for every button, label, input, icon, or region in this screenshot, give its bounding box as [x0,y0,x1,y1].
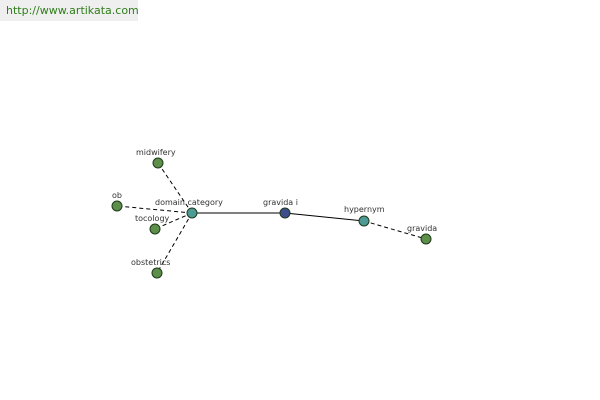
edge-gravida-i-to-hypernym [284,212,365,222]
node-label-obstetrics[interactable]: obstetrics [131,258,170,267]
node-gravida[interactable] [420,233,432,245]
node-label-gravida[interactable]: gravida [407,224,437,233]
node-hypernym[interactable] [358,215,370,227]
node-label-hypernym[interactable]: hypernym [344,205,385,214]
node-tocology[interactable] [149,223,161,235]
labels-layer: midwifery ob tocology obstetrics domain cate… [112,148,437,267]
node-midwifery[interactable] [152,157,164,169]
node-obstetrics[interactable] [151,267,163,279]
edge-domain-category-to-obstetrics [156,212,193,274]
edges-layer [116,162,427,274]
node-gravida-i[interactable] [279,207,291,219]
node-label-midwifery[interactable]: midwifery [136,148,176,157]
node-label-ob[interactable]: ob [112,191,122,200]
edge-domain-category-to-ob [116,205,193,214]
node-label-tocology[interactable]: tocology [135,214,170,223]
node-domain-category[interactable] [186,207,198,219]
header-bar: http://www.artikata.com [0,0,139,21]
nodes-layer [111,157,432,279]
edge-domain-category-to-midwifery [157,162,193,214]
node-label-gravida-i[interactable]: gravida i [263,198,298,207]
node-label-domain-category[interactable]: domain category [155,198,223,207]
edge-hypernym-to-gravida [363,220,427,240]
site-url-link[interactable]: http://www.artikata.com [6,4,139,17]
node-ob[interactable] [111,200,123,212]
